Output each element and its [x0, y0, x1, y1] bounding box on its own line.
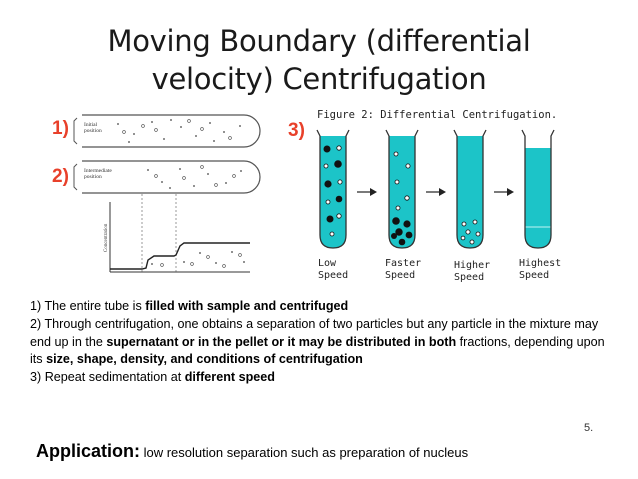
differential-centrifugation-figure: 3) Figure 2: Differential Centrifugation…	[288, 109, 561, 283]
tube-label-faster-2: Speed	[385, 270, 415, 281]
step-3-number: 3)	[288, 120, 305, 141]
arrow-1	[357, 188, 377, 196]
moving-boundary-figure: 1) 2) Initial position Intermediate	[52, 114, 261, 273]
concentration-curve	[110, 242, 250, 270]
tube-initial: Initial position	[73, 114, 261, 148]
application-text: low resolution separation such as prepar…	[140, 445, 469, 460]
page-number: 5.	[584, 422, 594, 434]
application-label: Application:	[36, 441, 140, 461]
explanation-item-2: 2) Through centrifugation, one obtains a…	[30, 316, 605, 367]
tube-higher-speed	[453, 129, 487, 249]
figure-caption: Figure 2: Differential Centrifugation.	[317, 109, 557, 121]
tube-label-highest-1: Highest	[519, 258, 561, 269]
tube-label-higher-2: Speed	[454, 272, 484, 283]
concentration-plot: Concentration	[104, 194, 250, 273]
application-line: Application: low resolution separation s…	[36, 441, 468, 462]
tube-intermediate: Intermediate position	[73, 160, 261, 194]
title-line-2: velocity) Centrifugation	[151, 62, 487, 96]
tube-label-faster-1: Faster	[385, 258, 421, 269]
explanation-text: 1) The entire tube is filled with sample…	[30, 298, 610, 387]
concentration-axis-label: Concentration	[104, 223, 109, 252]
title-line-1: Moving Boundary (differential	[107, 24, 531, 58]
step-2-number: 2)	[52, 166, 69, 187]
tube-label-low-1: Low	[318, 258, 337, 269]
tube-faster-speed	[385, 129, 419, 249]
tube-label-low-2: Speed	[318, 270, 348, 281]
explanation-item-3: 3) Repeat sedimentation at different spe…	[30, 370, 275, 385]
arrow-3	[494, 188, 514, 196]
initial-position-label-1: Initial	[84, 122, 98, 128]
arrow-2	[426, 188, 446, 196]
tube-label-highest-2: Speed	[519, 270, 549, 281]
tube-low-speed	[316, 129, 350, 249]
explanation-item-1: 1) The entire tube is filled with sample…	[30, 299, 349, 313]
tube-highest-speed	[521, 129, 555, 249]
step-1-number: 1)	[52, 118, 69, 139]
initial-position-label-2: position	[84, 128, 102, 134]
intermediate-position-label-2: position	[84, 174, 102, 180]
tube-label-higher-1: Higher	[454, 260, 490, 271]
intermediate-position-label-1: Intermediate	[84, 168, 112, 174]
slide-title: Moving Boundary (differential velocity) …	[40, 22, 598, 98]
